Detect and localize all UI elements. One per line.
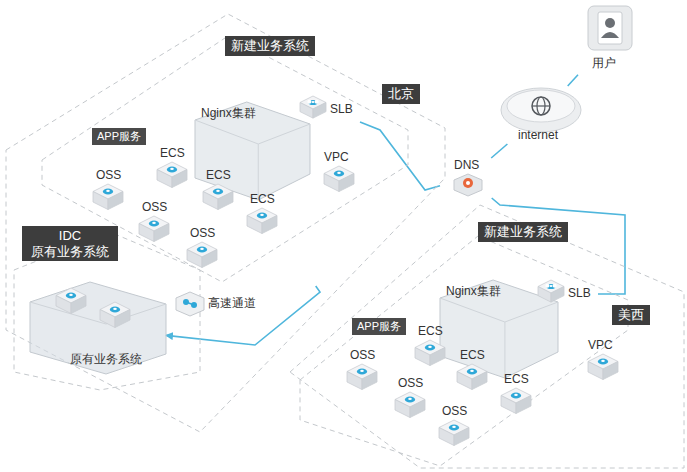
node-label: SLB [330, 102, 353, 116]
oss-node: OSS [340, 348, 384, 394]
cube-icon [187, 242, 217, 272]
node-label: Nginx集群 [446, 284, 501, 298]
ecs-node: ECS [494, 372, 538, 418]
oss-node: OSS [86, 168, 130, 214]
ecs-node: ECS [150, 146, 194, 192]
cube-icon [247, 208, 277, 238]
node-label: ECS [504, 372, 529, 386]
connector-line [568, 75, 578, 86]
app-service-tab: APP服务 [92, 128, 152, 148]
oss-node: OSS [180, 226, 224, 272]
oss-node: OSS [388, 376, 432, 422]
slb-icon [538, 280, 564, 306]
node-label: ECS [250, 192, 275, 206]
connector-line [360, 122, 440, 190]
node-label: ECS [460, 348, 485, 362]
slb-icon [300, 96, 326, 122]
cube-icon [501, 388, 531, 418]
business-system: 新建业务系统 Nginx集群 SLB APP服务 ECS ECS ECS OSS OSS OSS [296, 214, 630, 468]
user-icon [586, 4, 634, 52]
tag-label: APP服务 [92, 128, 146, 145]
connector-line [492, 198, 625, 294]
node-label: ECS [160, 146, 185, 160]
user-icon: 用户 [578, 4, 642, 76]
node-label: VPC [324, 150, 349, 164]
tag-label: APP服务 [352, 318, 406, 335]
region-outline [4, 12, 447, 437]
node-label: OSS [96, 168, 121, 182]
express-connect: 高速通道 [176, 288, 260, 320]
region-beijing: 北京 新建业务系统 Nginx集群 SLB APP服务 ECS ECS ECS OSS OSS OS… [4, 12, 447, 437]
node-label: internet [518, 128, 558, 142]
oss-node: OSS [132, 200, 176, 246]
node-label: OSS [350, 348, 375, 362]
tag-label: 新建业务系统 [225, 36, 315, 56]
connector-line [491, 144, 507, 158]
ecs-node: ECS [240, 192, 284, 238]
link-icon [176, 290, 204, 318]
vpc-node: VPC [582, 338, 622, 386]
tag-label: 新建业务系统 [478, 222, 568, 242]
node-label: VPC [588, 338, 613, 352]
slb-node: SLB [538, 280, 598, 308]
ecs-node: ECS [408, 324, 452, 370]
cube-icon [415, 340, 445, 370]
node-label: OSS [442, 404, 467, 418]
node-label: SLB [568, 286, 591, 300]
node-label: 用户 [592, 56, 616, 70]
slb-node: SLB [300, 96, 360, 124]
dns-service: DNS [440, 158, 496, 198]
node-label: Nginx集群 [201, 106, 256, 120]
node-label: OSS [190, 226, 215, 240]
node-label: OSS [398, 376, 423, 390]
cube-icon [457, 364, 487, 394]
tag-label: 美西 [612, 305, 650, 325]
idc-group: IDC 原有业务系统原有业务系统 [18, 226, 198, 386]
app-service-tab: APP服务 [352, 318, 412, 338]
dns-icon [454, 174, 482, 196]
tag-label: 北京 [382, 84, 420, 104]
connector-line [166, 286, 320, 345]
vpc-node: VPC [318, 150, 358, 198]
legacy-system: 原有业务系统 [30, 282, 166, 374]
cube-icon [139, 216, 169, 246]
node-label: ECS [206, 168, 231, 182]
cube-icon [157, 162, 187, 192]
internet-cloud: internet [498, 86, 584, 144]
node-label: ECS [418, 324, 443, 338]
region-us-west: 美西 新建业务系统 Nginx集群 SLB APP服务 ECS ECS ECS OSS OSS OS… [286, 196, 686, 470]
cube-icon [395, 392, 425, 422]
ecs-node: ECS [196, 168, 240, 214]
cube-icon [324, 166, 354, 196]
cube-icon [347, 364, 377, 394]
cube-icon [439, 420, 469, 450]
cube-icon [203, 184, 233, 214]
node-label: DNS [454, 158, 479, 172]
ecs-node: ECS [450, 348, 494, 394]
node-label: OSS [142, 200, 167, 214]
cube-icon [93, 184, 123, 214]
cube-icon [588, 354, 618, 384]
oss-node: OSS [432, 404, 476, 450]
node-label: 原有业务系统 [70, 352, 142, 366]
node-label: 高速通道 [208, 296, 256, 310]
tag-label: IDC 原有业务系统 [22, 226, 118, 261]
